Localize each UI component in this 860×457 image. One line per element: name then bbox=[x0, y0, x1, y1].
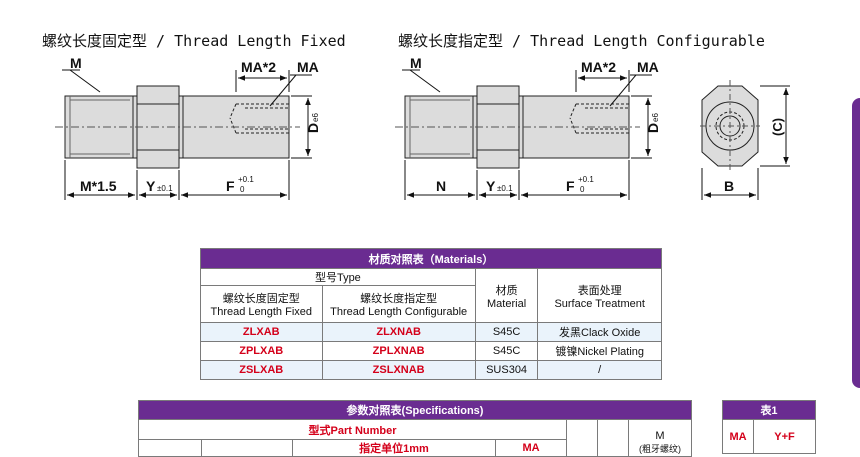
label-f-tol-low-fixed: 0 bbox=[240, 185, 245, 194]
title-thread-length-fixed: 螺纹长度固定型 / Thread Length Fixed bbox=[42, 32, 346, 50]
technical-drawings: M MA*2 MA M*1.5 Y ±0.1 F +0.1 0 D e6 bbox=[55, 55, 790, 200]
label-f-tol-up-config: +0.1 bbox=[578, 175, 594, 184]
materials-table: 材质对照表（Materials） 型号Type 材质 Material 表面处理… bbox=[200, 248, 662, 380]
surface-header: 表面处理 Surface Treatment bbox=[537, 268, 662, 323]
config-header: 螺纹长度指定型 Thread Length Configurable bbox=[321, 285, 476, 323]
label-y-config: Y bbox=[486, 178, 496, 194]
label-d-sub-config: e6 bbox=[651, 113, 660, 122]
specs-title: 参数对照表(Specifications) bbox=[138, 400, 692, 420]
m-col-header: M (粗牙螺纹) bbox=[628, 419, 692, 457]
side-accent-bar bbox=[852, 98, 860, 388]
label-f-fixed: F bbox=[226, 178, 235, 194]
label-d-sub-fixed: e6 bbox=[311, 113, 320, 122]
table-row: ZSLXAB ZSLXNAB SUS304 / bbox=[200, 360, 662, 380]
label-d-fixed: D bbox=[305, 123, 321, 133]
label-m-config: M bbox=[410, 55, 422, 71]
part-number-header: 型式Part Number bbox=[138, 419, 567, 440]
label-ma-fixed: MA bbox=[297, 59, 319, 75]
table1-title: 表1 bbox=[722, 400, 816, 420]
label-b: B bbox=[724, 178, 734, 194]
materials-title: 材质对照表（Materials） bbox=[200, 248, 662, 269]
unit-label: 指定单位1mm bbox=[292, 439, 496, 457]
label-d-config: D bbox=[645, 123, 661, 133]
drawing-configurable bbox=[395, 85, 640, 169]
label-m-fixed: M bbox=[70, 55, 82, 71]
table1: 表1 MA Y+F bbox=[722, 400, 816, 454]
title-thread-length-configurable: 螺纹长度指定型 / Thread Length Configurable bbox=[398, 32, 765, 50]
specifications-table: 参数对照表(Specifications) 型式Part Number M (粗… bbox=[138, 400, 692, 457]
table1-col-yf: Y+F bbox=[753, 419, 816, 454]
label-ma-config: MA bbox=[637, 59, 659, 75]
label-n: N bbox=[436, 178, 446, 194]
label-y-tol-config: ±0.1 bbox=[497, 184, 513, 193]
label-f-tol-up-fixed: +0.1 bbox=[238, 175, 254, 184]
fixed-header: 螺纹长度固定型 Thread Length Fixed bbox=[200, 285, 323, 323]
label-ma2-config: MA*2 bbox=[581, 59, 616, 75]
type-header: 型号Type bbox=[200, 268, 476, 286]
label-y-tol-fixed: ±0.1 bbox=[157, 184, 173, 193]
label-f-tol-low-config: 0 bbox=[580, 185, 585, 194]
material-header: 材质 Material bbox=[474, 268, 539, 323]
label-m15: M*1.5 bbox=[80, 178, 117, 194]
table1-col-ma: MA bbox=[722, 419, 754, 454]
label-c: (C) bbox=[770, 118, 785, 136]
label-y-fixed: Y bbox=[146, 178, 156, 194]
table-row: ZLXAB ZLXNAB S45C 发黑Clack Oxide bbox=[200, 322, 662, 342]
hex-end-view bbox=[700, 80, 760, 172]
label-f-config: F bbox=[566, 178, 575, 194]
table-row: ZPLXAB ZPLXNAB S45C 镀镍Nickel Plating bbox=[200, 341, 662, 361]
label-ma2-fixed: MA*2 bbox=[241, 59, 276, 75]
drawing-fixed bbox=[55, 85, 300, 169]
ma-col-header: MA bbox=[495, 439, 567, 457]
